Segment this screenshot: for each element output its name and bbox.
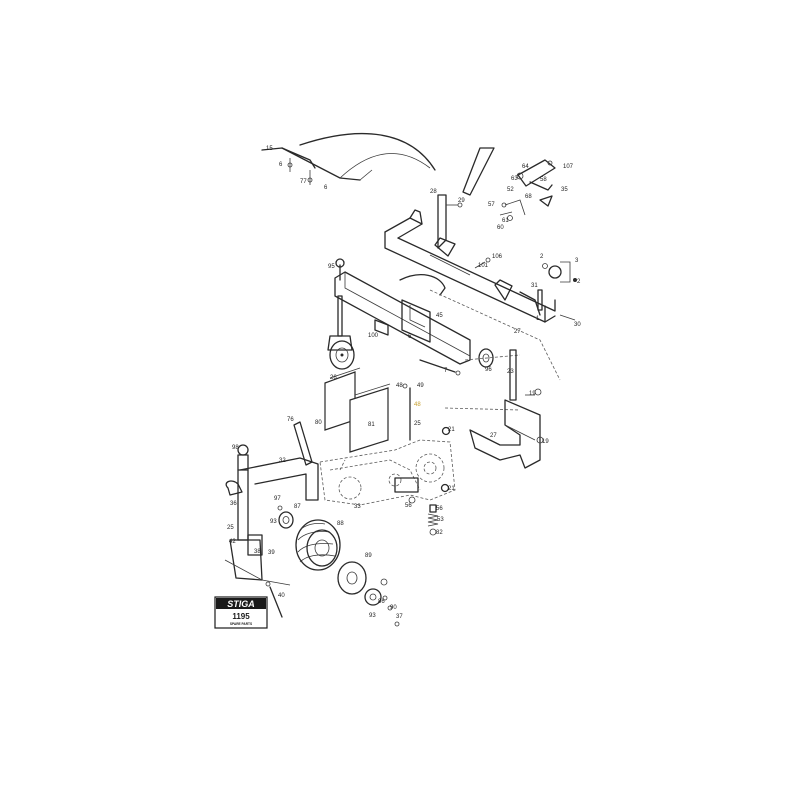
steering-rod (462, 147, 495, 196)
callout-number: 80 (315, 420, 322, 426)
pulley-96 (478, 348, 494, 368)
callout-number: 63 (511, 176, 518, 182)
callout-number: 42 (229, 539, 236, 545)
callout-number: 26 (330, 375, 337, 381)
callout-number: 1 (536, 316, 540, 322)
callout-number: 31 (531, 283, 538, 289)
callout-number: 19 (529, 391, 536, 397)
callout-number: 96 (485, 367, 492, 373)
wheel-hub-parts (364, 578, 400, 627)
callout-number: 93 (270, 519, 277, 525)
callout-number: 77 (300, 179, 307, 185)
callout-number: 27 (490, 433, 497, 439)
callout-number: 37 (396, 614, 403, 620)
callout-number: 21 (448, 486, 455, 492)
callout-number: 81 (368, 422, 375, 428)
callout-number: 61 (502, 218, 509, 224)
callout-number: 97 (274, 496, 281, 502)
rod-7 (419, 359, 461, 376)
callout-number: 68 (525, 194, 532, 200)
callout-number: 101 (478, 263, 489, 269)
callout-number: 98 (232, 445, 239, 451)
callout-number: 60 (497, 225, 504, 231)
callout-number: 87 (294, 504, 301, 510)
callout-number: 106 (492, 254, 503, 260)
callout-number: 35 (561, 187, 568, 193)
highlighted-callout-number: 48 (414, 402, 421, 408)
pin-48-49 (402, 383, 411, 441)
callout-number: 76 (287, 417, 294, 423)
callout-number: 28 (430, 189, 437, 195)
callout-number: 58 (540, 177, 547, 183)
wheel-rim (337, 561, 367, 595)
callout-number: 36 (230, 501, 237, 507)
callout-number: 23 (507, 369, 514, 375)
callout-number: 2 (577, 279, 581, 285)
callout-number: 52 (507, 187, 514, 193)
callout-number: 49 (417, 383, 424, 389)
callout-number: 100 (368, 333, 379, 339)
callout-number: 107 (563, 164, 574, 170)
callout-number: 53 (437, 517, 444, 523)
callout-number: 2 (540, 254, 544, 260)
leader-lines (429, 289, 561, 411)
callout-number: 89 (365, 553, 372, 559)
callout-number: 95 (328, 264, 335, 270)
lever-linkage-assembly (499, 159, 556, 221)
front-axle-beam (334, 258, 471, 365)
side-bracket-assembly (469, 349, 544, 469)
callout-number: 56 (405, 503, 412, 509)
stiga-logo-badge: STIGA 1195 SPARE PARTS (214, 596, 268, 629)
callout-number: 38 (254, 549, 261, 555)
callout-number: 39 (268, 550, 275, 556)
callout-number: 56 (436, 506, 443, 512)
callout-number: 6 (408, 334, 412, 340)
pin-101 (474, 257, 491, 269)
steering-post (224, 444, 319, 586)
main-frame (384, 209, 556, 323)
callout-number: 7 (444, 368, 448, 374)
spare-parts-caption: SPARE PARTS (230, 622, 252, 626)
callout-number: 57 (488, 202, 495, 208)
rear-wheel (295, 519, 341, 571)
callout-number: 19 (542, 439, 549, 445)
callout-number: 6 (324, 185, 328, 191)
callout-number: 48 (396, 383, 403, 389)
model-number: 1195 (232, 612, 250, 621)
callout-number: 93 (369, 613, 376, 619)
callout-number: 21 (448, 427, 455, 433)
callout-number: 15 (266, 146, 273, 152)
callout-number: 25 (227, 525, 234, 531)
bolt-40 (265, 581, 283, 618)
callout-number: 33 (354, 504, 361, 510)
callout-number: 6 (279, 162, 283, 168)
callout-number: 29 (458, 198, 465, 204)
callout-number: 88 (337, 521, 344, 527)
callout-number: 86 (378, 599, 385, 605)
callout-number: 82 (436, 530, 443, 536)
callout-number: 40 (278, 593, 285, 599)
hub-assembly (277, 505, 294, 529)
caster-wheel (327, 335, 355, 370)
stiga-logo-text: STIGA (227, 599, 255, 609)
shield-plates (324, 367, 391, 453)
knob-21 (440, 426, 451, 493)
callout-number: 32 (279, 458, 286, 464)
callout-number: 27 (514, 329, 521, 335)
callout-number: 90 (390, 605, 397, 611)
transaxle-housing (319, 439, 456, 506)
adjustment-knob (537, 261, 577, 321)
spring-assembly (427, 504, 439, 536)
callout-number: 3 (575, 258, 579, 264)
callout-number: 30 (574, 322, 581, 328)
hood-fender-assembly (261, 132, 436, 185)
callout-number: 25 (414, 421, 421, 427)
callout-number: 45 (436, 313, 443, 319)
callout-number: 64 (522, 164, 529, 170)
